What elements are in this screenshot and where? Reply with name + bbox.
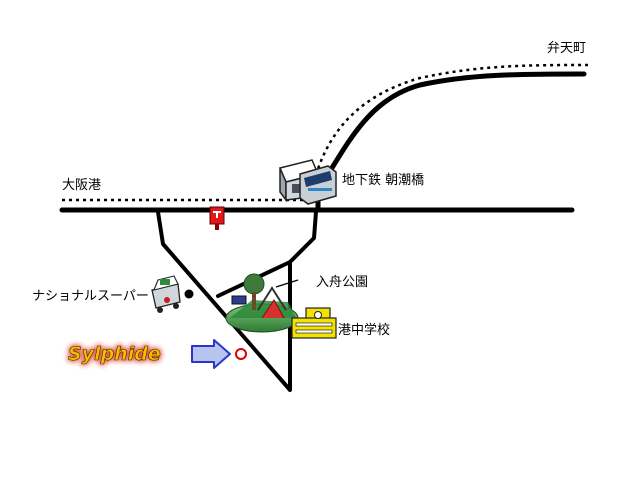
post-box-icon bbox=[209, 206, 225, 230]
label-bentencho: 弁天町 bbox=[547, 41, 586, 56]
road-left-branch bbox=[156, 210, 292, 392]
school-building-icon bbox=[291, 307, 337, 339]
label-supermarket: ナショナルスーパー bbox=[32, 289, 149, 304]
train-icon bbox=[299, 165, 337, 205]
arrow-right-icon bbox=[191, 339, 231, 369]
subway-line-east bbox=[314, 63, 589, 176]
road-to-bentencho bbox=[315, 71, 587, 213]
brand-logo-text: Sylphide bbox=[68, 343, 161, 365]
label-osakako: 大阪港 bbox=[62, 178, 101, 193]
label-park: 入舟公園 bbox=[316, 275, 368, 290]
park-playground-icon bbox=[225, 273, 299, 333]
road-right-branch bbox=[288, 210, 318, 264]
supermarket-location-dot bbox=[184, 289, 194, 299]
supermarket-cart-icon bbox=[151, 275, 181, 313]
destination-marker bbox=[235, 348, 247, 360]
label-school: 港中学校 bbox=[338, 322, 390, 338]
label-subway-station: 地下鉄 朝潮橋 bbox=[342, 173, 424, 188]
